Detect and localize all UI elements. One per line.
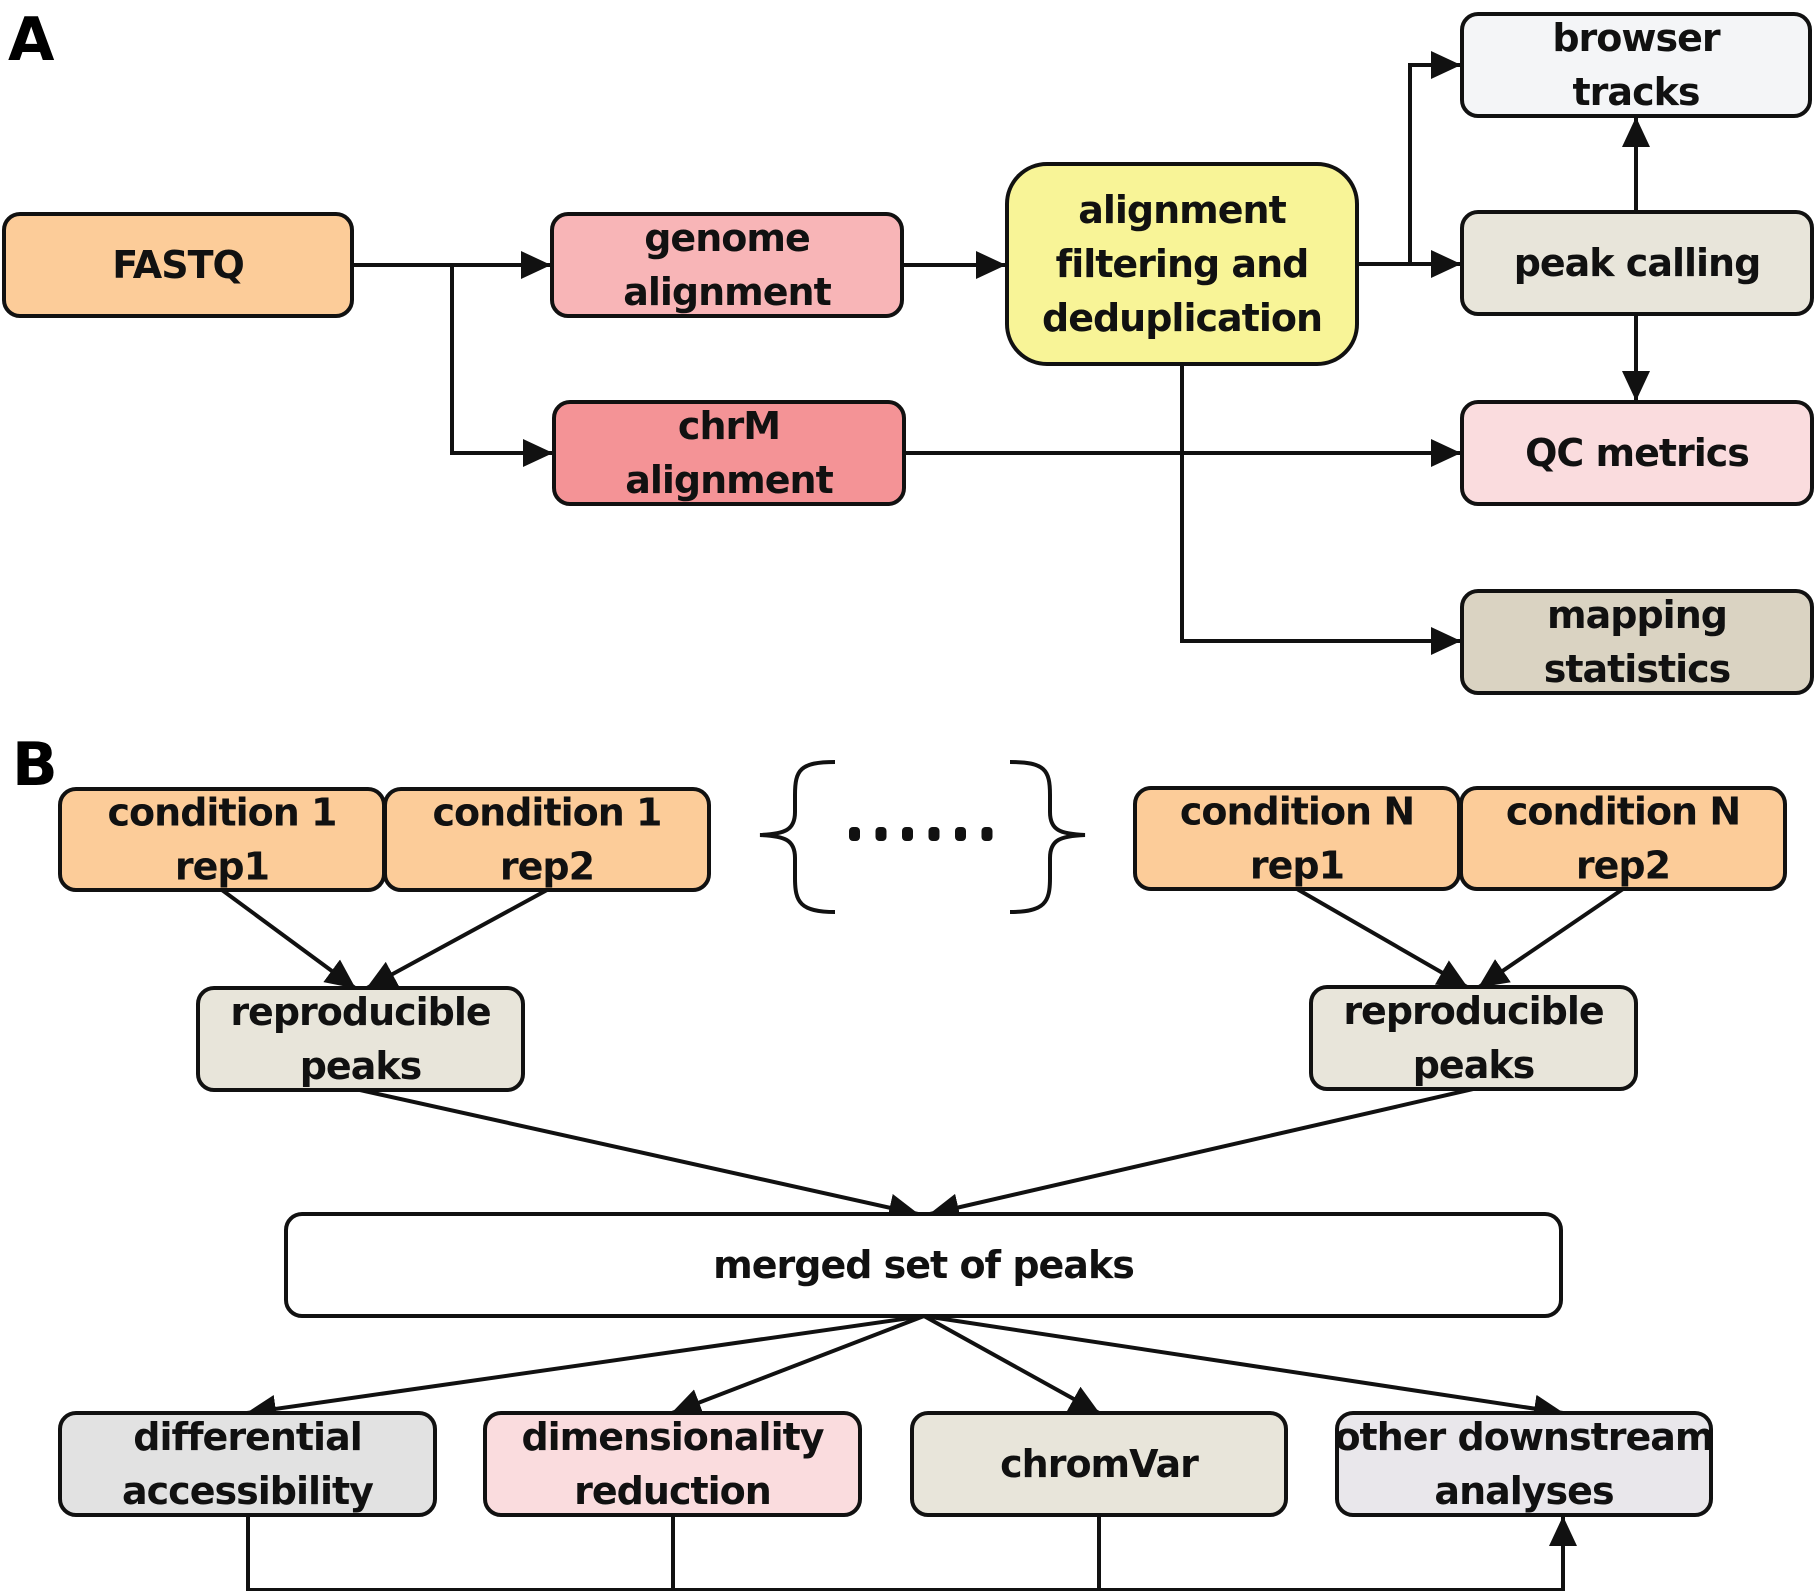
edge-merged-peaks-to-differential	[246, 1314, 925, 1423]
node-box-other-downstream	[1335, 1411, 1713, 1517]
node-label-browser-tracks-line1: browser	[1552, 16, 1721, 60]
node-other-downstream: other downstream analyses	[1334, 1411, 1715, 1517]
node-label-chrm-alignment-line2: alignment	[625, 458, 833, 502]
node-label-genome-alignment-line2: alignment	[623, 270, 831, 314]
ellipsis-dot	[928, 827, 940, 841]
node-cond1-rep2: condition 1 rep2	[383, 787, 711, 892]
ellipsis-dot	[849, 827, 860, 841]
edge-condN-rep2-to-repro-peaks-N	[1477, 887, 1625, 989]
ellipsis-dots	[849, 827, 993, 841]
node-peak-calling: peak calling	[1460, 210, 1814, 316]
node-dim-reduction: dimensionality reduction	[483, 1411, 862, 1517]
node-box-genome-alignment	[550, 212, 904, 318]
edge-merged-peaks-to-dim-reduction	[671, 1314, 925, 1416]
node-label-chrm-alignment-line1: chrM	[678, 404, 780, 448]
node-label-qc-metrics-line1: QC metrics	[1525, 431, 1749, 475]
node-label-repro-peaks-1-line2: peaks	[300, 1044, 422, 1088]
edge-cond1-rep2-to-repro-peaks-1	[366, 888, 548, 990]
node-box-qc-metrics	[1460, 400, 1814, 506]
edge-merged-peaks-to-chromvar	[923, 1314, 1100, 1415]
node-label-differential-line2: accessibility	[122, 1469, 374, 1513]
node-cond1-rep1: condition 1 rep1	[58, 787, 386, 892]
node-box-fastq	[2, 212, 354, 318]
node-browser-tracks: browser tracks	[1460, 12, 1812, 118]
node-label-mapping-statistics-line2: statistics	[1544, 647, 1731, 691]
node-label-browser-tracks-line2: tracks	[1573, 70, 1700, 114]
edge-cond1-rep1-to-repro-peaks-1	[220, 888, 357, 990]
node-differential: differential accessibility	[58, 1411, 437, 1517]
node-fastq: FASTQ	[2, 212, 354, 318]
node-condN-rep2: condition N rep2	[1459, 786, 1787, 891]
left-brace	[759, 760, 836, 914]
edge-repro-peaks-N-to-merged-peaks	[929, 1087, 1474, 1222]
ellipsis-dot	[955, 827, 966, 841]
node-label-merged-peaks-line1: merged set of peaks	[713, 1243, 1134, 1287]
node-label-repro-peaks-1-line1: reproducible	[230, 990, 490, 1034]
panel-label-b: B	[12, 730, 58, 800]
edge-fastq-to-chrm-alignment	[450, 265, 553, 467]
node-label-genome-alignment-line1: genome	[644, 216, 810, 260]
ellipsis-dot	[875, 827, 887, 841]
node-label-filtering-line3: deduplication	[1042, 296, 1322, 340]
node-merged-peaks: merged set of peaks	[284, 1212, 1563, 1318]
ellipsis-dot	[902, 827, 913, 841]
edge-filtering-to-mapping-statistics	[1180, 364, 1461, 655]
node-label-fastq-line1: FASTQ	[112, 243, 244, 287]
edge-merged-peaks-to-other-downstream	[923, 1314, 1564, 1423]
node-label-chromvar-line1: chromVar	[1000, 1442, 1199, 1486]
node-label-condN-rep1-line1: condition N	[1180, 790, 1414, 834]
node-label-condN-rep1-line2: rep1	[1250, 844, 1344, 888]
node-condN-rep1: condition N rep1	[1133, 786, 1461, 891]
node-box-repro-peaks-1	[196, 986, 525, 1092]
node-genome-alignment: genome alignment	[550, 212, 904, 318]
node-filtering: alignment filtering and deduplication	[1005, 162, 1359, 366]
node-label-filtering-line2: filtering and	[1056, 242, 1309, 286]
node-label-dim-reduction-line2: reduction	[574, 1469, 771, 1513]
node-label-condN-rep2-line1: condition N	[1506, 790, 1740, 834]
panel-label-a: A	[8, 5, 55, 75]
node-box-cond1-rep2	[383, 787, 711, 892]
node-box-peak-calling	[1460, 210, 1814, 316]
node-label-dim-reduction-line1: dimensionality	[521, 1415, 824, 1459]
node-qc-metrics: QC metrics	[1460, 400, 1814, 506]
node-label-repro-peaks-N-line2: peaks	[1413, 1043, 1535, 1087]
ellipsis-dot	[981, 827, 993, 841]
node-box-browser-tracks	[1460, 12, 1812, 118]
edge-condN-rep1-to-repro-peaks-N	[1296, 887, 1468, 989]
node-repro-peaks-N: reproducible peaks	[1309, 985, 1638, 1091]
node-label-other-downstream-line2: analyses	[1434, 1469, 1613, 1513]
node-box-filtering	[1005, 162, 1359, 366]
node-label-other-downstream-line1: other downstream	[1334, 1415, 1713, 1459]
node-box-condN-rep2	[1459, 786, 1787, 891]
node-box-dim-reduction	[483, 1411, 862, 1517]
node-label-condN-rep2-line2: rep2	[1576, 844, 1670, 888]
node-mapping-statistics: mapping statistics	[1460, 589, 1814, 695]
node-box-differential	[58, 1411, 437, 1517]
node-box-merged-peaks	[284, 1212, 1563, 1318]
edge-repro-peaks-1-to-merged-peaks	[359, 1088, 919, 1222]
node-label-peak-calling-line1: peak calling	[1514, 241, 1761, 285]
node-chromvar: chromVar	[910, 1411, 1288, 1517]
edge-differential-to-other-downstream	[246, 1515, 1577, 1591]
node-label-cond1-rep1-line1: condition 1	[108, 791, 337, 835]
node-box-mapping-statistics	[1460, 589, 1814, 695]
node-label-differential-line1: differential	[133, 1415, 362, 1459]
node-label-cond1-rep1-line2: rep1	[175, 845, 269, 889]
node-chrm-alignment: chrM alignment	[552, 400, 906, 506]
node-label-cond1-rep2-line1: condition 1	[433, 791, 662, 835]
edge-filtering-to-browser-tracks	[1408, 51, 1461, 264]
node-box-chromvar	[910, 1411, 1288, 1517]
node-label-cond1-rep2-line2: rep2	[500, 845, 594, 889]
right-brace	[1009, 760, 1086, 914]
node-label-filtering-line1: alignment	[1078, 188, 1286, 232]
node-repro-peaks-1: reproducible peaks	[196, 986, 525, 1092]
node-box-chrm-alignment	[552, 400, 906, 506]
edges-layer	[220, 51, 1650, 1591]
ellipsis-brace-group	[759, 760, 1086, 914]
node-label-repro-peaks-N-line1: reproducible	[1343, 989, 1603, 1033]
node-label-mapping-statistics-line1: mapping	[1547, 593, 1727, 637]
nodes-layer: FASTQgenomealignmentchrMalignmentalignme…	[2, 12, 1814, 1517]
node-box-repro-peaks-N	[1309, 985, 1638, 1091]
